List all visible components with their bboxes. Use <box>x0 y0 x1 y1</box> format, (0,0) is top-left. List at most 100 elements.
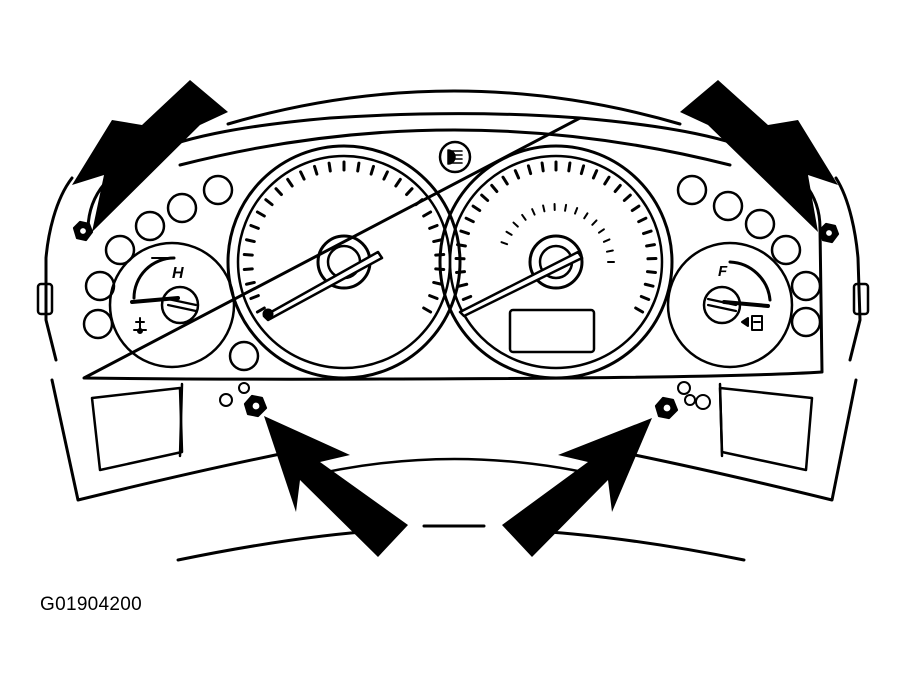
fuel-gauge-needle <box>722 300 770 308</box>
speedometer-inner-tick <box>521 213 527 221</box>
temp-gauge-needle <box>130 296 180 304</box>
speedometer-inner-tick <box>591 219 598 226</box>
speedometer-tick <box>459 229 471 236</box>
tachometer-tick <box>369 164 375 176</box>
speedometer-bezel <box>438 144 674 380</box>
mounting-screw-upper-right <box>818 222 840 244</box>
arrow-upper-left <box>72 80 228 232</box>
speedometer-inner-tick <box>605 249 614 253</box>
mounting-screw-lower-right <box>654 396 679 420</box>
tachometer-bezel <box>226 144 462 380</box>
speedometer-tick <box>464 216 475 224</box>
tachometer-tick <box>422 306 433 314</box>
tachometer-tick <box>313 164 319 176</box>
speedometer-tick <box>456 243 467 248</box>
speedometer-hub-outer <box>528 234 584 290</box>
lamp-circle <box>744 208 776 240</box>
speedometer-inner-tick <box>531 208 536 216</box>
tachometer-tick <box>274 187 283 197</box>
speedometer-tick <box>645 270 657 274</box>
tachometer-tick <box>382 170 389 181</box>
tachometer-tick <box>428 294 439 301</box>
speedometer-tick <box>455 270 467 274</box>
speedometer-inner-scale <box>500 203 615 263</box>
tachometer-tick <box>422 210 433 218</box>
figure-caption: G01904200 <box>40 594 143 615</box>
temp-gauge-hub <box>160 285 200 325</box>
arrow-lower-left <box>264 416 408 557</box>
bezel-top-arc-outer <box>226 89 682 126</box>
speedometer-tick <box>567 161 572 173</box>
speedometer-tick <box>501 175 509 186</box>
lamp-circle <box>676 174 708 206</box>
fuel-pump-icon <box>741 315 763 331</box>
speedometer-tick <box>645 243 656 248</box>
locating-holes-right <box>677 381 711 410</box>
tachometer-tick <box>432 238 443 244</box>
speedometer-tick <box>471 204 482 213</box>
fuel-gauge: F <box>666 241 794 369</box>
tachometer-tick <box>255 306 266 314</box>
temperature-gauge: H <box>108 241 236 369</box>
speedometer-inner-tick <box>602 238 611 243</box>
tachometer-tick <box>428 223 439 230</box>
bezel-top-arc-inner <box>178 128 732 167</box>
tachometer-tick <box>242 253 254 257</box>
speedometer-inner-tick <box>597 228 605 234</box>
fuel-full-label: F <box>718 263 728 280</box>
speedometer-tick <box>490 183 499 194</box>
speedometer-tick <box>480 193 490 202</box>
mounting-screw-upper-left <box>72 220 94 242</box>
speedometer-face <box>448 154 664 370</box>
tachometer-tick <box>432 280 443 286</box>
lamp-circle <box>202 174 234 206</box>
speedometer-tick <box>526 164 533 176</box>
speedometer-inner-tick <box>542 204 546 213</box>
tachometer-tick <box>245 238 256 244</box>
tachometer-tick <box>394 177 402 188</box>
speedometer-gauge <box>438 144 674 380</box>
arrow-upper-right <box>680 80 838 232</box>
speedometer-inner-tick <box>564 203 568 212</box>
speedometer-inner-tick <box>573 207 579 215</box>
left-side-clip <box>36 282 54 316</box>
right-side-clip <box>852 282 870 316</box>
tachometer-tick <box>405 187 414 197</box>
headlamp-indicator <box>438 140 472 174</box>
speedometer-inner-tick <box>583 212 589 220</box>
lower-center-panel <box>178 382 724 458</box>
tachometer-tick <box>242 267 254 271</box>
housing-right-flange <box>834 176 862 362</box>
lower-left-trim <box>50 378 302 502</box>
temp-gauge-bezel <box>108 241 236 369</box>
lamp-circle <box>712 190 744 222</box>
odometer-display <box>508 308 596 354</box>
tachometer-tick <box>249 223 260 230</box>
tachometer-tick-marks <box>242 160 446 314</box>
lamp-circle <box>134 210 166 242</box>
speedometer-tick <box>513 169 521 180</box>
speedometer-tick <box>622 193 632 202</box>
bottom-arc-inner <box>298 457 612 480</box>
speedometer-tick <box>461 294 473 301</box>
housing-left-flange <box>44 176 74 362</box>
speedometer-tick <box>637 216 648 224</box>
arrow-lower-right <box>502 418 652 557</box>
lower-right-panel <box>718 386 814 472</box>
speedometer-tick <box>540 161 545 173</box>
speedometer-tick <box>634 306 645 314</box>
speedometer-tick <box>591 169 599 180</box>
speedometer-tick <box>603 175 611 186</box>
speedometer-tick-marks <box>454 160 658 314</box>
lower-right-trim <box>608 378 858 502</box>
speedometer-tick <box>639 294 651 301</box>
speedometer-tick <box>457 282 469 288</box>
speedometer-tick <box>643 282 655 288</box>
tachometer-tick <box>356 161 361 173</box>
lower-left-panel <box>90 386 184 472</box>
speedometer-tick <box>641 229 653 236</box>
lamp-circle <box>228 340 260 372</box>
coolant-temp-icon <box>133 317 147 334</box>
speedometer-needle <box>458 250 584 318</box>
